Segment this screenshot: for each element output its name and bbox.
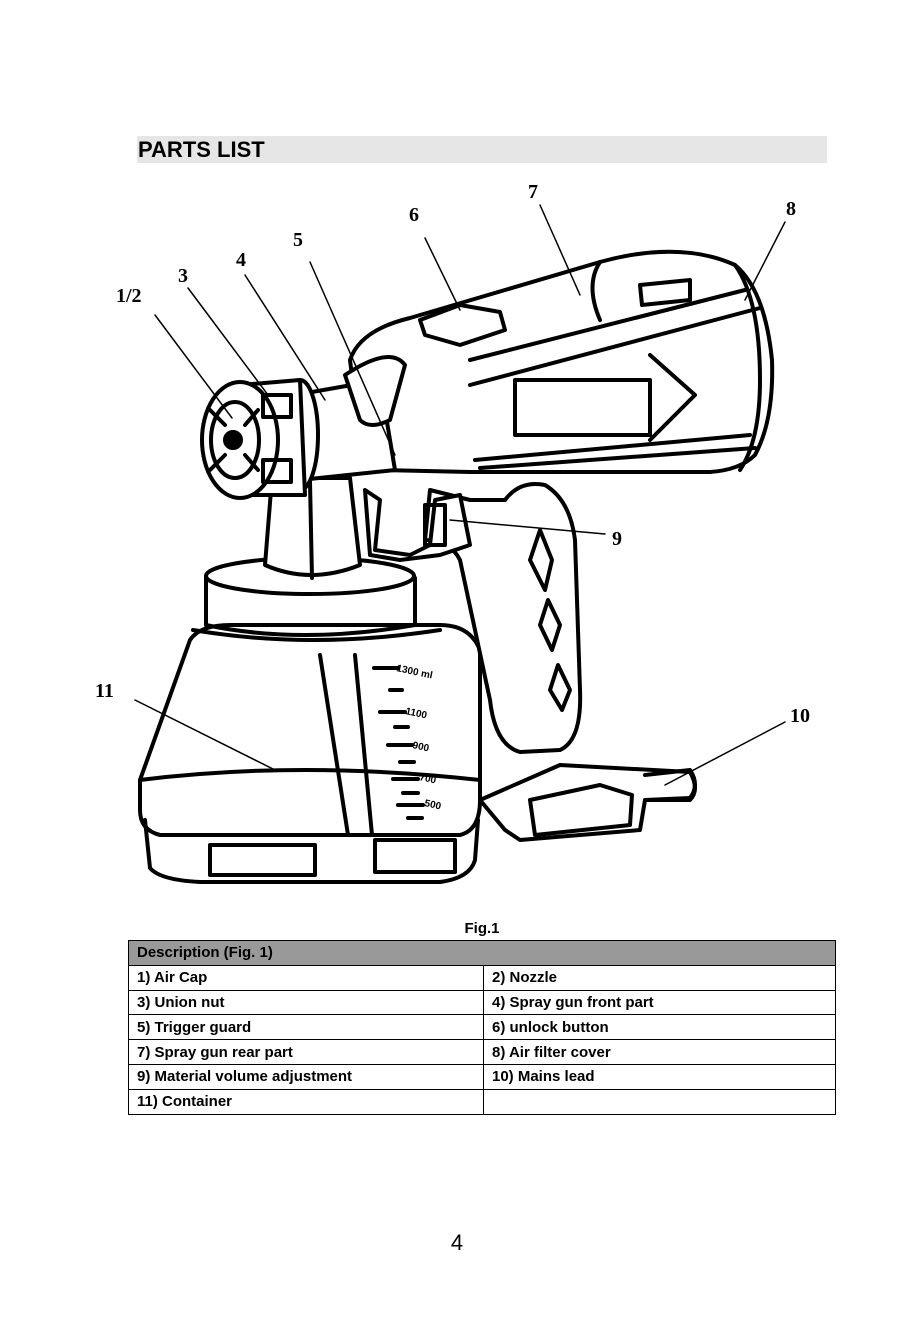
- callout-11: 11: [95, 680, 114, 702]
- spray-gun-diagram: 1/2 3 4 5 6 7 8 9 10 11 1300 ml 1100 900…: [0, 170, 914, 910]
- table-header: Description (Fig. 1): [129, 941, 836, 966]
- figure-caption: Fig.1: [0, 920, 914, 937]
- table-row: 1) Air Cap 2) Nozzle: [129, 965, 836, 990]
- table-cell: 3) Union nut: [129, 990, 484, 1015]
- table-cell: 4) Spray gun front part: [484, 990, 836, 1015]
- table-row: 5) Trigger guard 6) unlock button: [129, 1015, 836, 1040]
- callout-5: 5: [293, 229, 303, 251]
- parts-description-table: Description (Fig. 1) 1) Air Cap 2) Nozzl…: [128, 940, 836, 1115]
- callout-4: 4: [236, 249, 246, 271]
- table-cell: 1) Air Cap: [129, 965, 484, 990]
- page-number: 4: [0, 1230, 914, 1256]
- callout-3: 3: [178, 265, 188, 287]
- callout-8: 8: [786, 198, 796, 220]
- table-cell: 10) Mains lead: [484, 1064, 836, 1089]
- table-cell: 8) Air filter cover: [484, 1040, 836, 1065]
- table-cell: 11) Container: [129, 1089, 484, 1114]
- table-cell: 7) Spray gun rear part: [129, 1040, 484, 1065]
- gun-front-drawing: [202, 357, 405, 498]
- table-row: 3) Union nut 4) Spray gun front part: [129, 990, 836, 1015]
- table-cell: 9) Material volume adjustment: [129, 1064, 484, 1089]
- section-header-bar: PARTS LIST: [137, 136, 827, 163]
- table-header-row: Description (Fig. 1): [129, 941, 836, 966]
- table-cell: 6) unlock button: [484, 1015, 836, 1040]
- callout-7: 7: [528, 181, 538, 203]
- table-row: 7) Spray gun rear part 8) Air filter cov…: [129, 1040, 836, 1065]
- table-row: 9) Material volume adjustment 10) Mains …: [129, 1064, 836, 1089]
- table-cell: 2) Nozzle: [484, 965, 836, 990]
- callout-9: 9: [612, 528, 622, 550]
- table-row: 11) Container: [129, 1089, 836, 1114]
- table-cell: [484, 1089, 836, 1114]
- callout-1-2: 1/2: [116, 285, 142, 307]
- section-title: PARTS LIST: [138, 137, 265, 163]
- callout-10: 10: [790, 705, 810, 727]
- callout-6: 6: [409, 204, 419, 226]
- table-cell: 5) Trigger guard: [129, 1015, 484, 1040]
